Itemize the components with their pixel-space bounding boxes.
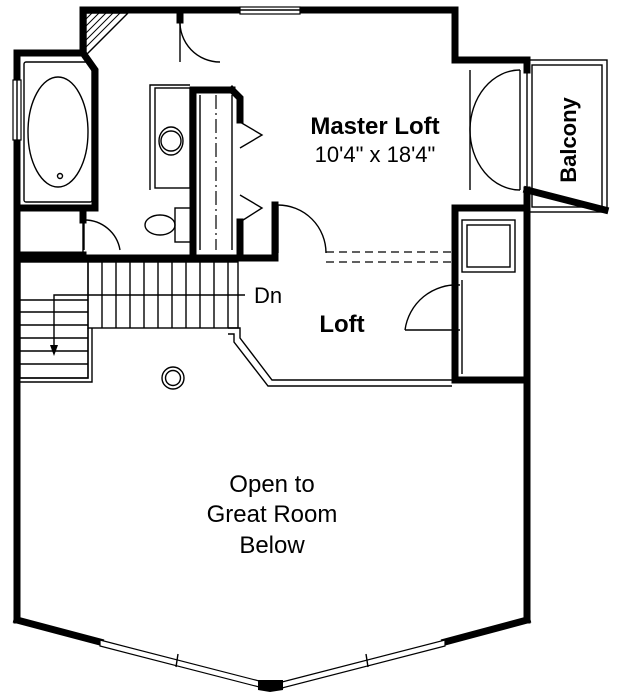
beam-line	[326, 251, 455, 263]
small-closet	[13, 204, 121, 259]
right-closet	[404, 204, 531, 384]
bottom-windows	[99, 639, 446, 692]
open-area-line3: Below	[239, 532, 305, 559]
open-area-line2: Great Room	[207, 501, 338, 528]
chimney-hatch	[85, 12, 130, 57]
balcony-doors	[469, 69, 521, 191]
top-window	[239, 6, 301, 15]
left-window	[12, 79, 22, 141]
balcony	[522, 59, 610, 215]
room-labels: Master Loft 10'4" x 18'4" Balcony Loft D…	[207, 96, 581, 559]
open-area-line1: Open to	[229, 471, 314, 498]
column-post	[161, 366, 185, 390]
master-loft-label: Master Loft	[310, 113, 439, 140]
staircase	[19, 261, 245, 383]
master-loft-dimensions: 10'4" x 18'4"	[315, 142, 436, 167]
balcony-label: Balcony	[556, 96, 581, 182]
loft-label: Loft	[319, 311, 364, 338]
loft-railing	[228, 327, 452, 387]
interior-walls	[13, 85, 327, 262]
stairs-direction-label: Dn	[254, 283, 282, 308]
